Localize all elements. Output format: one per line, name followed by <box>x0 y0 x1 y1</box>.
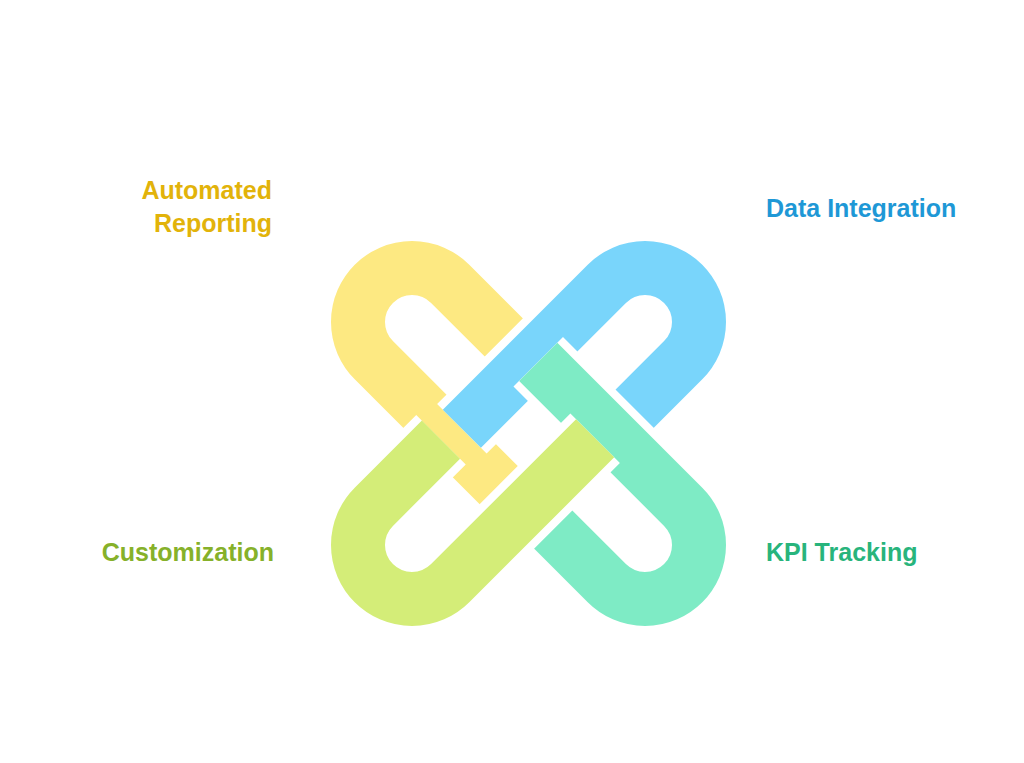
feature-heading: KPI Tracking <box>766 536 917 569</box>
link-shape <box>336 362 596 622</box>
feature-heading: Customization <box>102 536 274 569</box>
feature-node: KPI Tracking <box>766 536 917 569</box>
link-gap <box>336 362 596 622</box>
link-band <box>336 362 596 622</box>
feature-node: Customization <box>102 536 274 569</box>
feature-heading: Automated Reporting <box>22 174 272 239</box>
feature-node: Data Integration <box>766 192 956 225</box>
feature-heading: Data Integration <box>766 192 956 225</box>
feature-node: Automated Reporting <box>22 174 272 239</box>
